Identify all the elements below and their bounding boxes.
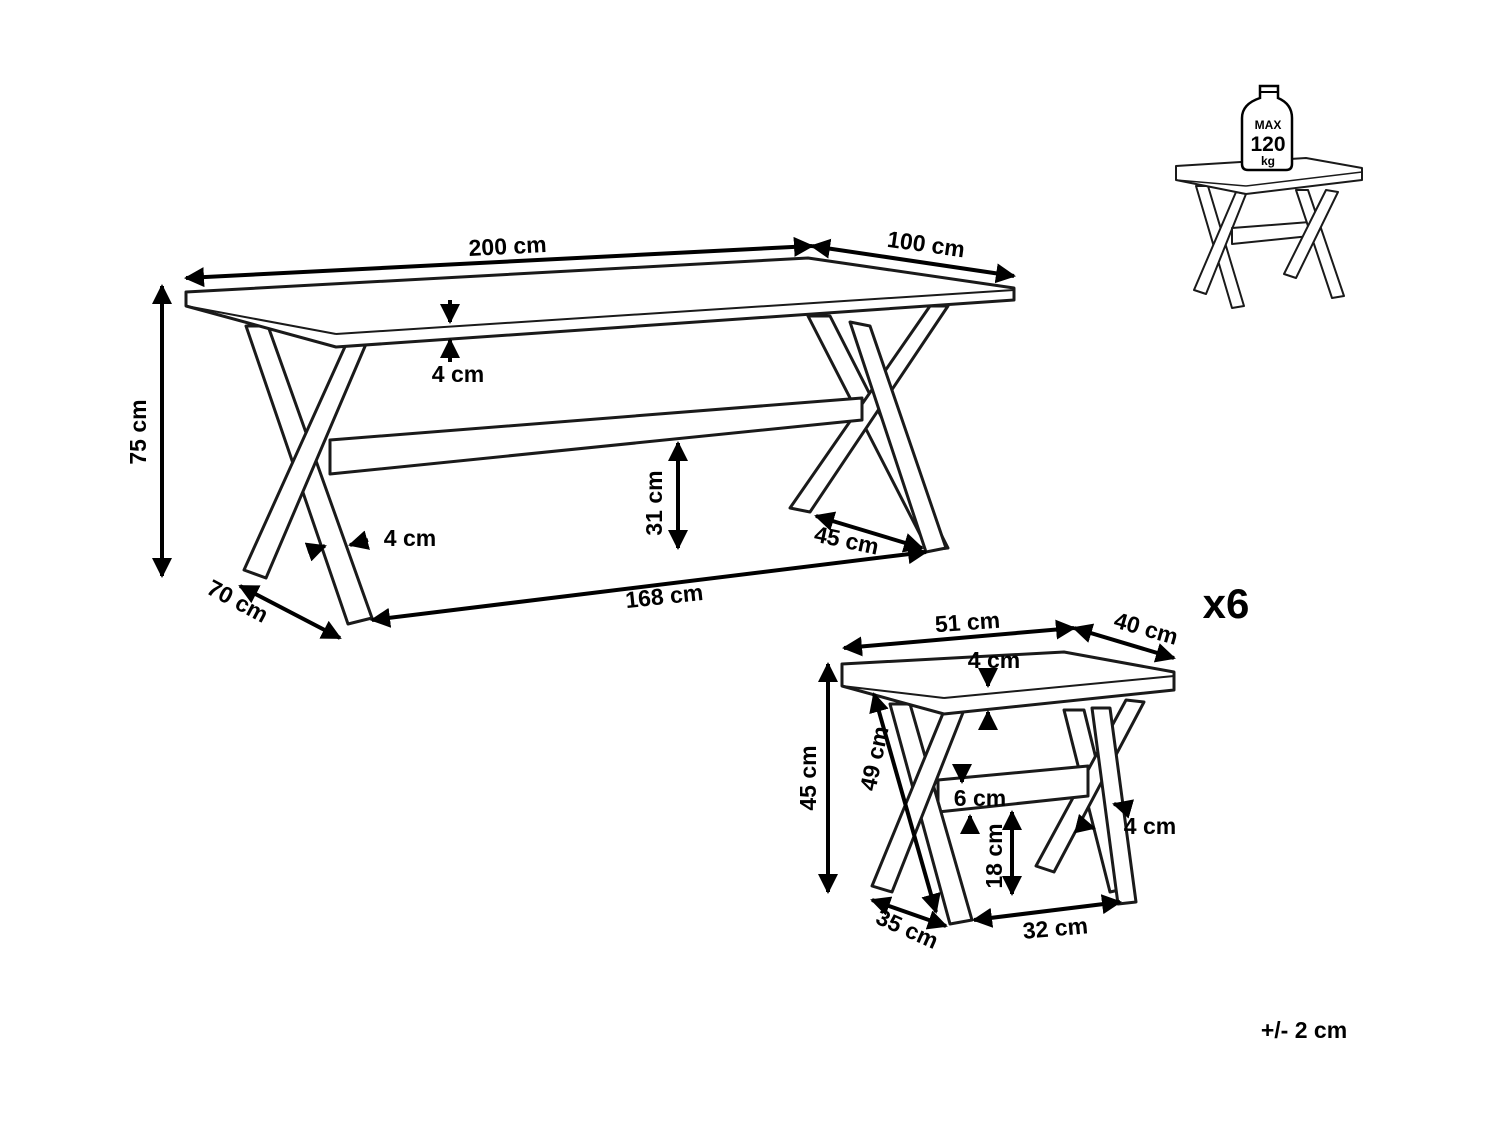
stool-drawing xyxy=(840,650,1176,926)
dining-table-drawing xyxy=(184,256,1016,626)
table-leg-thickness-label: 4 cm xyxy=(384,525,436,551)
table-dimension-lines xyxy=(152,236,1016,640)
tolerance-label: +/- 2 cm xyxy=(1261,1017,1347,1043)
stool-stretcher-length-label: 32 cm xyxy=(1022,912,1089,944)
table-length-label: 200 cm xyxy=(468,231,547,261)
stool-leg-thickness-label: 4 cm xyxy=(1124,813,1176,839)
load-label-value: 120 xyxy=(1250,133,1285,156)
table-leg-span-label: 45 cm xyxy=(812,521,881,560)
table-shelf-height-label: 31 cm xyxy=(641,470,667,535)
table-shelf-length-arrow xyxy=(370,544,928,628)
mini-stool-stretcher xyxy=(1231,221,1311,245)
stool-quantity-label: x6 xyxy=(1203,580,1250,627)
table-front-right-leg-a xyxy=(848,320,948,554)
table-shelf xyxy=(328,396,864,476)
table-leg-thickness-arrow-b xyxy=(348,530,371,550)
load-label-unit: kg xyxy=(1261,154,1275,168)
stool-top-thickness-label: 4 cm xyxy=(968,647,1020,673)
table-base-depth-label: 70 cm xyxy=(203,574,273,628)
stool-dimension-lines xyxy=(818,619,1176,930)
table-shelf-length-label: 168 cm xyxy=(624,579,704,613)
stool-leg-length-label: 49 cm xyxy=(855,724,894,793)
table-depth-arrow xyxy=(810,238,1016,284)
stool-base-depth-arrow xyxy=(870,896,948,930)
stool-leg-length-arrow xyxy=(869,692,941,914)
table-top-thickness-label: 4 cm xyxy=(432,361,484,387)
stool-back-leg-b xyxy=(1034,698,1146,874)
stool-leg-thickness-arrow-a xyxy=(1112,799,1135,819)
table-height-label: 75 cm xyxy=(125,399,151,464)
stool-stretcher-length-arrow xyxy=(972,894,1122,928)
stool-length-arrow xyxy=(842,619,1076,657)
table-leg-thickness-arrow-a xyxy=(304,542,327,562)
stool-height-label: 45 cm xyxy=(795,745,821,810)
stool-stretcher-height-label: 18 cm xyxy=(981,823,1007,888)
stool-length-label: 51 cm xyxy=(934,607,1001,637)
table-leg-span-arrow xyxy=(814,511,924,553)
weight-bottle-icon: MAX 120 kg xyxy=(1240,84,1294,172)
stool-leg-thickness-arrow-b xyxy=(1074,813,1096,834)
stool-depth-arrow xyxy=(1072,623,1176,663)
table-base-depth-arrow xyxy=(238,584,342,640)
table-length-arrow xyxy=(184,236,814,288)
mini-stool-leg-d xyxy=(1283,189,1339,279)
mini-stool-leg-c xyxy=(1295,189,1345,299)
load-capacity-illustration xyxy=(1175,157,1363,309)
load-label-max: MAX xyxy=(1255,118,1282,132)
stool-stretcher-thickness-label: 6 cm xyxy=(954,785,1006,811)
